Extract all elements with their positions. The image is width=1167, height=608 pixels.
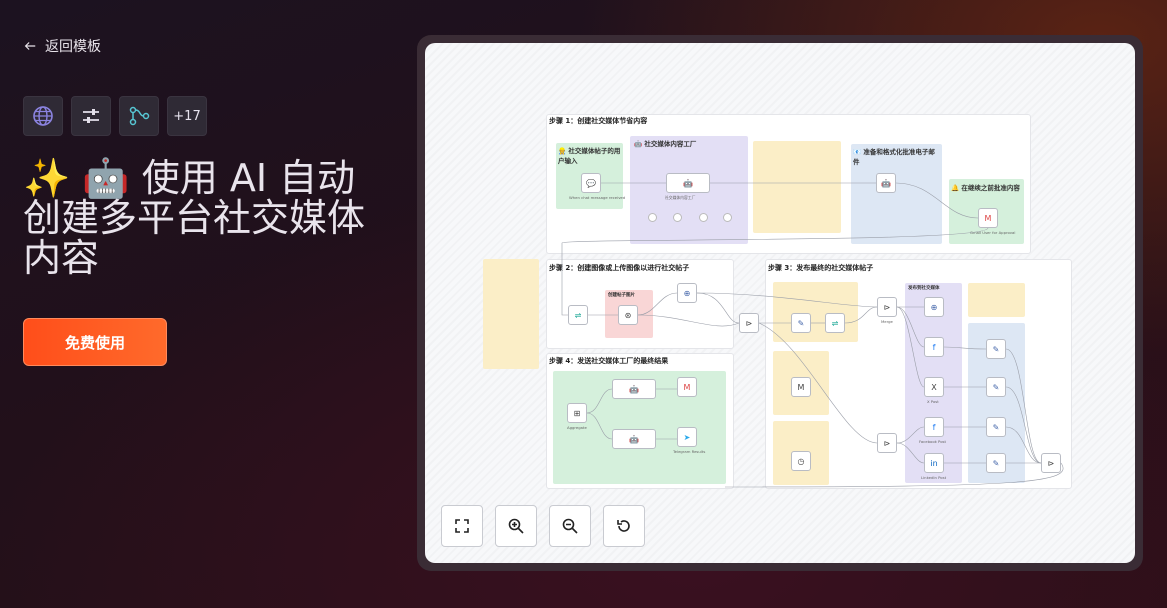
chat-trigger-label: When chat message received xyxy=(569,195,626,200)
facebook-node[interactable]: f xyxy=(924,337,944,357)
zoom-out-button[interactable] xyxy=(549,505,591,547)
email-agent-node[interactable]: 🤖 xyxy=(612,379,656,399)
result-node-2[interactable]: ✎ xyxy=(986,377,1006,397)
http-upload-node[interactable]: ⊕ xyxy=(677,283,697,303)
wait-approval-title: 🔔 在继续之前批准内容 xyxy=(951,184,1020,192)
merge-node-2[interactable]: ⊳ xyxy=(877,297,897,317)
result-node-4[interactable]: ✎ xyxy=(986,453,1006,473)
telegram-agent-node[interactable]: 🤖 xyxy=(612,429,656,449)
ai-agent-label: 社交媒体内容工厂 xyxy=(665,195,696,200)
more-integrations-count: +17 xyxy=(167,96,207,136)
merge-label: Merge xyxy=(881,319,893,324)
reset-button[interactable] xyxy=(603,505,645,547)
gmail-approval-node[interactable]: M xyxy=(978,208,998,228)
globe-icon xyxy=(23,96,63,136)
content-factory-title: 🤖 社交媒体内容工厂 xyxy=(634,140,697,148)
zoom-in-button[interactable] xyxy=(495,505,537,547)
instagram-node[interactable]: ⊕ xyxy=(924,297,944,317)
facebook-image-node[interactable]: ⇌ xyxy=(825,313,845,333)
workflow-preview-frame: 步骤 1：创建社交媒体节省内容 👷 社交媒体帖子的用户输入 💬 When cha… xyxy=(417,35,1143,571)
user-input-title: 👷 社交媒体帖子的用户输入 xyxy=(558,147,621,165)
side-note-group xyxy=(483,259,539,369)
linkedin-image-node[interactable]: ✎ xyxy=(791,313,811,333)
integration-icons: +17 xyxy=(23,96,207,136)
branch-icon xyxy=(119,96,159,136)
result-node-3[interactable]: ✎ xyxy=(986,417,1006,437)
chat-trigger-node[interactable]: 💬 xyxy=(581,173,601,193)
step1-title: 步骤 1：创建社交媒体节省内容 xyxy=(549,117,648,125)
zoom-out-icon xyxy=(562,518,578,534)
note-group xyxy=(753,141,841,233)
model-dot xyxy=(648,213,657,222)
telegram-results-node[interactable]: ➤ xyxy=(677,427,697,447)
wait-node[interactable]: ◷ xyxy=(791,451,811,471)
step3-title: 步骤 3：发布最终的社交媒体帖子 xyxy=(768,264,874,272)
format-approve-title: 📧 准备和格式化批准电子邮件 xyxy=(853,148,935,166)
facebook-post-label: Facebook Post xyxy=(919,439,946,444)
workflow-canvas[interactable]: 步骤 1：创建社交媒体节省内容 👷 社交媒体帖子的用户输入 💬 When cha… xyxy=(425,43,1135,563)
switch-node[interactable]: ⇌ xyxy=(568,305,588,325)
note-right-group xyxy=(968,283,1025,317)
x-node[interactable]: X xyxy=(924,377,944,397)
gmail-instagram-node[interactable]: M xyxy=(791,377,811,397)
telegram-results-label: Telegram Results xyxy=(673,449,706,454)
step4-title: 步骤 4：发送社交媒体工厂的最终结果 xyxy=(549,357,669,365)
platform-title: 发布到社交媒体 xyxy=(908,286,940,291)
tool-dot-1 xyxy=(673,213,682,222)
aggregate-node[interactable]: ⊞ xyxy=(567,403,587,423)
back-label: 返回模板 xyxy=(45,39,101,55)
workflow-connections xyxy=(561,182,1064,488)
workflow-diagram: 步骤 1：创建社交媒体节省内容 👷 社交媒体帖子的用户输入 💬 When cha… xyxy=(425,43,1135,563)
use-free-button[interactable]: 免费使用 xyxy=(23,318,167,366)
aggregate-label: Aggregate xyxy=(567,425,587,430)
format-node[interactable]: 🤖 xyxy=(876,173,896,193)
merge-node-1[interactable]: ⊳ xyxy=(739,313,759,333)
facebook-post-node[interactable]: f xyxy=(924,417,944,437)
tool-dot-2 xyxy=(699,213,708,222)
arrow-left-icon xyxy=(24,42,36,50)
reset-icon xyxy=(617,520,630,532)
result-node-1[interactable]: ✎ xyxy=(986,339,1006,359)
fit-view-icon xyxy=(455,519,469,533)
tool-dot-3 xyxy=(723,213,732,222)
gmail-approval-label: Gmail User for Approval xyxy=(970,230,1016,235)
image-prompt-title: 创建帖子图片 xyxy=(608,293,635,298)
fit-view-button[interactable] xyxy=(441,505,483,547)
merge-node-3[interactable]: ⊳ xyxy=(877,433,897,453)
x-post-label: X Post xyxy=(927,399,939,404)
linkedin-node[interactable]: in xyxy=(924,453,944,473)
sliders-icon xyxy=(71,96,111,136)
openai-image-node[interactable]: ⊛ xyxy=(618,305,638,325)
back-to-templates-link[interactable]: 返回模板 xyxy=(23,36,101,56)
linkedin-post-label: LinkedIn Post xyxy=(921,475,947,480)
final-merge-node[interactable]: ⊳ xyxy=(1041,453,1061,473)
zoom-in-icon xyxy=(508,518,524,534)
gmail-results-node[interactable]: M xyxy=(677,377,697,397)
template-title: ✨ 🤖 使用 AI 自动创建多平台社交媒体内容 xyxy=(23,156,366,280)
format-approve-group xyxy=(851,144,942,244)
ai-agent-node[interactable]: 🤖 xyxy=(666,173,710,193)
step2-title: 步骤 2：创建图像或上传图像以进行社交帖子 xyxy=(549,264,690,272)
